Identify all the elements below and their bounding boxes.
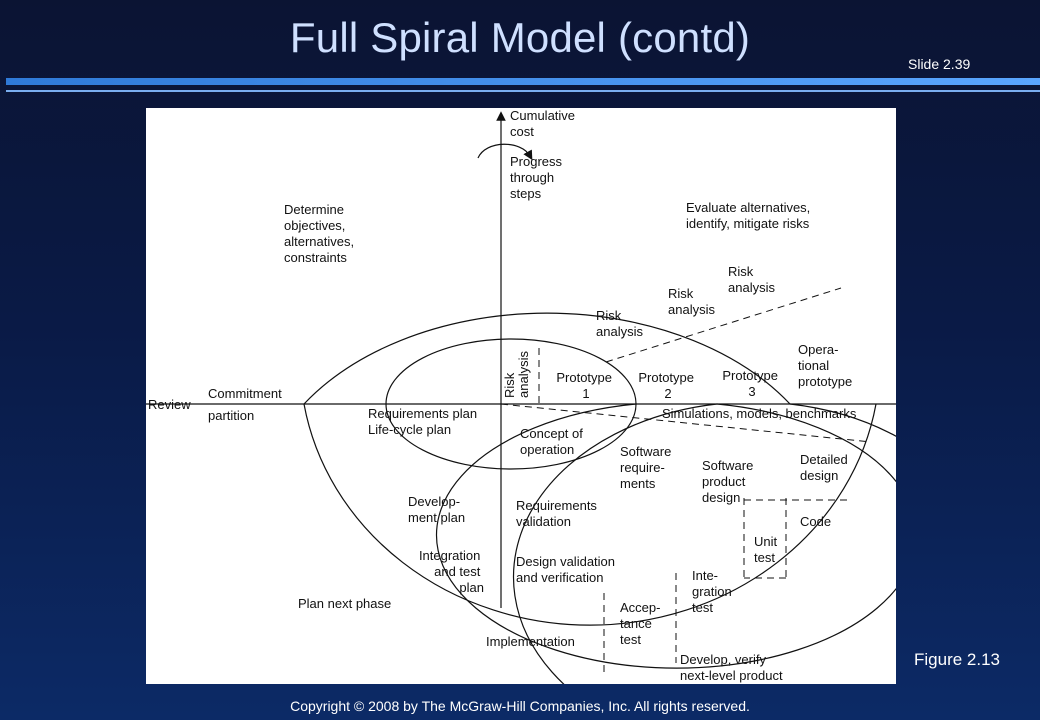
concept-of-operation-label: Concept of operation <box>520 426 587 457</box>
detailed-design-label: Detailed design <box>800 452 851 483</box>
slide-title: Full Spiral Model (contd) <box>289 14 751 61</box>
software-product-design-label: Software product design <box>702 458 757 505</box>
evaluate-alternatives-label: Evaluate alternatives, identify, mitigat… <box>686 200 814 231</box>
acceptance-test-label: Accep- tance test <box>620 600 664 647</box>
requirements-validation-label: Requirements validation <box>516 498 601 529</box>
partition-label: partition <box>208 408 254 423</box>
development-plan-label: Develop- ment plan <box>408 494 465 525</box>
design-validation-label: Design validation and verification <box>516 554 619 585</box>
spiral-ring-4 <box>303 312 877 626</box>
risk-analysis-mid-label: Risk analysis <box>668 286 715 317</box>
determine-objectives-label: Determine objectives, alternatives, cons… <box>284 202 358 265</box>
risk-analysis-outer-label: Risk analysis <box>728 264 775 295</box>
spiral-figure: Cumulative cost Progress through steps D… <box>146 108 896 684</box>
risk-analysis-inner-label: Risk analysis <box>596 308 643 339</box>
integration-test-plan-label: Integration and test plan <box>419 548 484 595</box>
implementation-label: Implementation <box>486 634 575 649</box>
risk-analysis-vertical-label: Risk analysis <box>502 351 531 398</box>
title-rule-thin <box>6 90 1040 92</box>
code-label: Code <box>800 514 831 529</box>
prototype-1-label: Prototype 1 <box>556 370 615 401</box>
dashed-dividers <box>500 287 872 673</box>
unit-test-label: Unit test <box>754 534 781 565</box>
commitment-label: Commitment <box>208 386 282 401</box>
simulations-label: Simulations, models, benchmarks <box>662 406 857 421</box>
cumulative-cost-label: Cumulative cost <box>510 108 579 139</box>
prototype-2-label: Prototype 2 <box>638 370 697 401</box>
operational-prototype-label: Opera- tional prototype <box>798 342 852 389</box>
plan-next-phase-label: Plan next phase <box>298 596 391 611</box>
progress-arrow <box>477 143 533 161</box>
prototype-3-label: Prototype 3 <box>722 368 781 399</box>
review-label: Review <box>148 397 191 412</box>
spiral-ring-3 <box>512 403 896 684</box>
progress-label: Progress through steps <box>510 154 566 201</box>
figure-caption: Figure 2.13 <box>914 650 1000 669</box>
spiral-diagram: Cumulative cost Progress through steps D… <box>146 108 896 684</box>
software-requirements-label: Software require- ments <box>620 444 675 491</box>
slide-number: Slide 2.39 <box>908 56 971 72</box>
requirements-plan-label: Requirements plan Life-cycle plan <box>368 406 481 437</box>
integration-test-label: Inte- gration test <box>692 568 735 615</box>
spiral-ring-2 <box>435 403 896 669</box>
develop-verify-label: Develop, verify next-level product <box>680 652 783 683</box>
copyright-footer: Copyright © 2008 by The McGraw-Hill Comp… <box>290 698 750 714</box>
title-rule-thick <box>6 78 1040 85</box>
